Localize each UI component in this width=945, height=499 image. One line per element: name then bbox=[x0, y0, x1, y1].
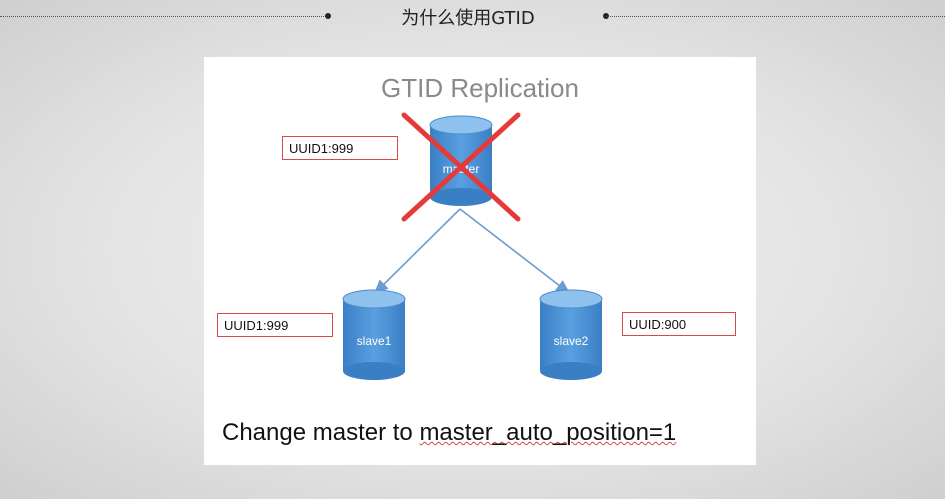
slide-image: GTID Replication master bbox=[204, 57, 756, 465]
arrow-master-to-slave1 bbox=[373, 208, 461, 295]
master-uuid-box: UUID1:999 bbox=[282, 136, 398, 160]
slide-caption: Change master to master_auto_position=1 bbox=[222, 419, 676, 447]
slave1-uuid-box: UUID1:999 bbox=[217, 313, 333, 337]
slave1-database: slave1 bbox=[342, 289, 406, 380]
caption-command: master_auto_position=1 bbox=[419, 419, 677, 446]
header-dot-left bbox=[325, 13, 331, 19]
page-header: 为什么使用GTID bbox=[0, 0, 945, 34]
header-divider-right bbox=[606, 16, 945, 17]
slave2-database: slave2 bbox=[539, 289, 603, 380]
slave2-label: slave2 bbox=[554, 334, 589, 348]
replication-diagram: master slave1 slave2 bbox=[342, 112, 603, 380]
header-divider-left bbox=[0, 16, 328, 17]
caption-prefix: Change master to bbox=[222, 419, 420, 446]
cross-out-icon bbox=[401, 112, 521, 222]
slave2-uuid-box: UUID:900 bbox=[622, 312, 736, 336]
master-database: master bbox=[429, 115, 493, 206]
slave1-label: slave1 bbox=[357, 334, 392, 348]
page-title: 为什么使用GTID bbox=[401, 8, 535, 29]
arrow-master-to-slave2 bbox=[459, 208, 571, 294]
slide-title: GTID Replication bbox=[381, 73, 579, 103]
